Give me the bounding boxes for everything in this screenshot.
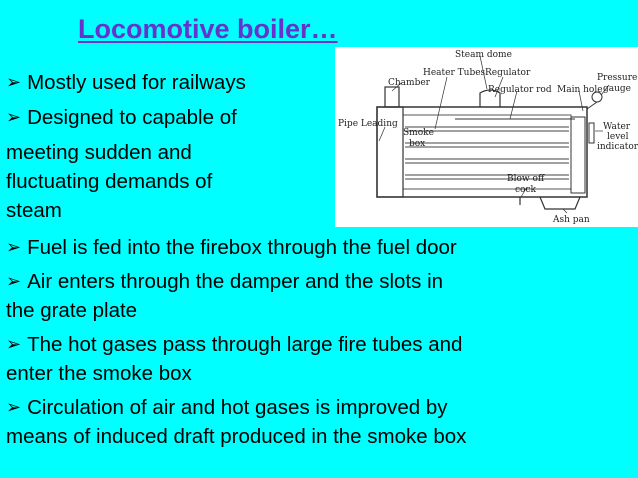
bullet-item: ➢Fuel is fed into the firebox through th…	[6, 236, 457, 259]
arrow-bullet-icon: ➢	[6, 72, 22, 92]
ash-pan	[539, 196, 581, 210]
bullet-item: ➢Circulation of air and hot gases is imp…	[6, 396, 448, 419]
arrow-bullet-icon: ➢	[6, 271, 22, 291]
boiler-drawing: Steam dome Heater Tubes Regulator Chambe…	[338, 50, 638, 225]
inner-shell	[402, 114, 572, 190]
bullet-continuation: fluctuating demands of	[6, 170, 213, 193]
bullet-item: ➢Designed to capable of	[6, 106, 237, 129]
label-pressure: Pressure	[597, 73, 637, 83]
bullet-item: ➢The hot gases pass through large fire t…	[6, 333, 463, 356]
bullet-continuation: meeting sudden and	[6, 141, 192, 164]
label-level: level	[607, 132, 629, 142]
label-regulator-rod: Regulator rod	[488, 85, 552, 95]
locomotive-boiler-diagram: Steam dome Heater Tubes Regulator Chambe…	[335, 47, 638, 227]
arrow-bullet-icon: ➢	[6, 334, 22, 354]
water-level-indicator	[588, 122, 595, 144]
label-smoke: Smoke	[403, 128, 434, 138]
bullet-continuation: enter the smoke box	[6, 362, 192, 385]
arrow-bullet-icon: ➢	[6, 237, 22, 257]
label-regulator: Regulator	[485, 68, 531, 78]
firebox	[570, 116, 586, 194]
label-gauge: gauge	[603, 84, 631, 94]
arrow-bullet-icon: ➢	[6, 107, 22, 127]
arrow-bullet-icon: ➢	[6, 397, 22, 417]
fire-tubes	[405, 126, 569, 180]
label-pipe-leading: Pipe Leading	[338, 119, 398, 129]
label-chamber: Chamber	[388, 78, 431, 88]
label-blow-off: Blow off	[507, 174, 545, 184]
label-water: Water	[603, 122, 631, 132]
label-ash-pan: Ash pan	[552, 215, 590, 225]
label-steam-dome: Steam dome	[455, 50, 512, 60]
label-main-hole: Main hole	[557, 85, 603, 95]
label-indicator: indicator	[597, 142, 638, 152]
label-cock: cock	[515, 185, 536, 195]
bullet-continuation: means of induced draft produced in the s…	[6, 425, 467, 448]
boiler-shell	[376, 106, 588, 198]
bullet-item: ➢Mostly used for railways	[6, 71, 246, 94]
label-box: box	[409, 139, 425, 149]
steam-dome	[479, 89, 501, 107]
label-heater-tubes: Heater Tubes	[423, 68, 486, 78]
bullet-continuation: steam	[6, 199, 62, 222]
slide-title: Locomotive boiler…	[78, 14, 338, 44]
chimney	[384, 86, 400, 108]
bullet-continuation: the grate plate	[6, 299, 138, 322]
bullet-item: ➢Air enters through the damper and the s…	[6, 270, 444, 293]
